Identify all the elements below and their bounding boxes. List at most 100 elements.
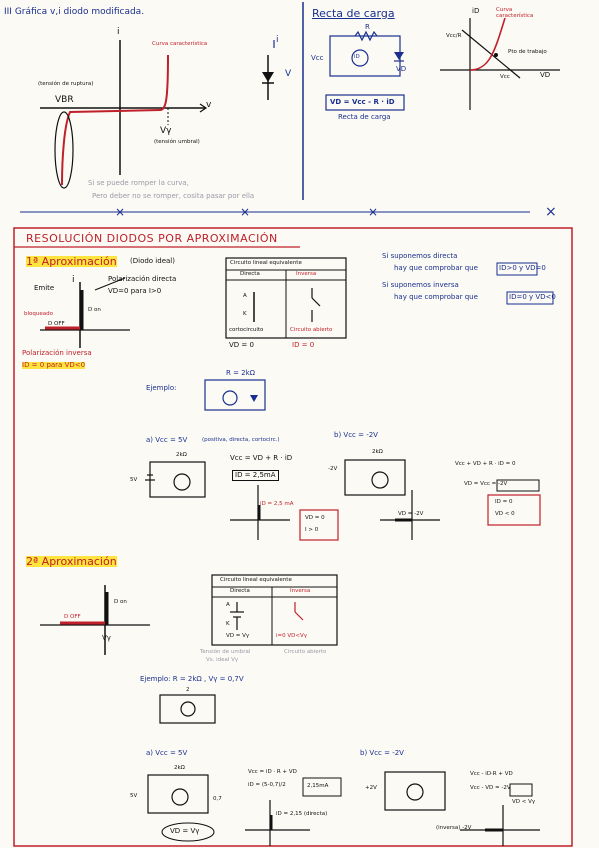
section-title: RESOLUCIÓN DIODOS POR APROXIMACIÓN [26,232,278,245]
first-approx-title: 1ª Aproximación [26,255,117,268]
ex-b-eq1: Vcc + VD + R · iD = 0 [455,461,516,467]
ex-b-eq2: VD = Vcc = -2V [464,481,508,487]
table1-col-inverse: Inversa [296,271,317,277]
rule-2: Si suponemos inversa [382,281,459,289]
svg-text:×: × [240,205,250,219]
second-ex-b-v: +2V [365,785,377,791]
example-r: R = 2kΩ [226,369,256,377]
table1-id0: ID = 0 [292,341,315,349]
second-ex-a-point: iD = 2,15 (directa) [276,811,328,817]
table1-col-direct: Directa [240,271,260,277]
graph-v-label: VD [540,71,551,79]
second-ex-a-d: 0,7 [213,796,222,802]
table2-k: K [226,621,230,627]
ex-b-box1: VD = 0 [305,515,325,521]
diode-i-label: i [276,35,279,45]
table1-vd0: VD = 0 [229,341,254,349]
rule-2b: hay que comprobar que [394,293,478,301]
rule-1: Si suponemos directa [382,252,458,260]
second-example: Ejemplo: R = 2kΩ , Vγ = 0,7V [140,675,244,683]
load-id-label: iD [354,54,360,60]
load-vcc-label: Vcc [311,54,324,62]
svg-text:×: × [115,205,125,219]
axis-i-label: i [117,27,120,37]
graph-curve-label: Curva característica [496,7,534,19]
svg-text:×: × [545,204,557,220]
ex-b-point: VD = -2V [398,511,424,517]
svg-text:×: × [368,205,378,219]
vbr-label: VBR [55,95,74,105]
second-ex-a-v: 5V [130,793,138,799]
second-ex-a-eq1: Vcc = iD · R + VD [248,769,297,775]
emite-label: Emite [34,284,55,292]
example-label: Ejemplo: [146,384,177,392]
second-ex-r: 2 [186,687,190,693]
graph-i-label: iD [472,7,480,15]
second-ex-b-point: (inversa) -2V [436,825,472,831]
load-caption: Recta de carga [338,113,391,121]
table2-note-1: Tensión de umbral [200,649,251,655]
table1-short: cortocircuito [229,327,264,333]
load-line-heading: Recta de carga [312,7,395,20]
table2-a: A [226,602,230,608]
table1-k: K [243,311,247,317]
load-equation: VD = Vcc - R · iD [330,98,395,106]
first-approx-subtitle: (Diodo ideal) [130,257,175,265]
second-vgamma: Vγ [102,634,111,642]
table1-a: A [243,293,247,299]
blocked-label: bloqueado [24,311,53,317]
rule-2c: ID=0 y VD<0 [509,293,556,301]
forward-cond: VD=0 para I>0 [108,287,162,295]
second-ex-b-cond: VD < Vγ [512,799,536,805]
first-axis-i: i [72,275,75,285]
second-ex-b-eq1: Vcc - iD·R + VD [470,771,513,777]
table2-col-inverse: Inversa [290,588,311,594]
ex-a-v: 5V [130,477,138,483]
table2-title: Circuito lineal equivalente [220,577,292,583]
ex-b-box2: I > 0 [305,527,319,533]
table1-title: Circuito lineal equivalente [230,260,302,266]
rule-1b: hay que comprobar que [394,264,478,272]
ex-a-eq1: Vcc = VD + R · iD [230,454,293,462]
second-ex-a-r: 2kΩ [174,765,185,771]
note-1: Si se puede romper la curva, [88,179,189,187]
second-ex-b-title: b) Vcc = -2V [360,749,404,757]
table2-note-2: Vs. ideal Vγ [206,657,239,663]
curve-label: Curva característica [152,41,208,47]
table2-i0: i=0 VD<Vγ [276,633,308,639]
load-r-label: R [365,23,370,31]
second-ex-b-eq2: Vcc - VD = -2V [470,785,511,791]
rule-1c: ID>0 y VD=0 [499,264,546,272]
table1-open: Circuito abierto [290,327,333,333]
table2-col-direct: Directa [230,588,250,594]
second-ex-a-eq2: iD = (5-0,7)/2 [248,782,286,788]
table2-note-3: Circuito abierto [284,649,327,655]
second-ex-a-ans: 2,15mA [307,783,329,789]
ex-a-note: (positiva, directa, cortocirc.) [202,437,280,443]
graph-vccr-label: Vcc/R [446,33,462,39]
second-ex-a-title: a) Vcc = 5V [146,749,188,757]
vgamma-label: Vγ [160,126,172,136]
ex-b-ans2: VD < 0 [495,511,515,517]
ex-b-ans1: ID = 0 [495,499,513,505]
graph-point-label: Pto de trabajo [508,49,547,55]
graph-vcc-label: Vcc [500,74,510,80]
ex-a-title: a) Vcc = 5V [146,436,188,444]
first-d-off: D OFF [48,321,65,327]
second-d-on: D on [114,599,127,605]
axis-v-label: v [206,100,212,110]
ex-b-r: 2kΩ [372,449,383,455]
first-d-on: D on [88,307,101,313]
ex-b-title: b) Vcc = -2V [334,431,378,439]
forward-label: Polarización directa [108,275,177,283]
ex-a-point: iD = 2,5 mA [260,501,294,507]
threshold-label: (tensión umbral) [154,139,200,145]
note-2: Pero deber no se romper, cosita pasar po… [92,192,255,200]
second-approx-title: 2ª Aproximación [26,555,117,568]
ex-a-eq2: ID = 2,5mA [232,470,279,481]
reverse-cond: ID = 0 para VD<0 [22,361,86,369]
second-d-off: D OFF [64,614,81,620]
breakdown-label: (tensión de ruptura) [38,81,94,87]
